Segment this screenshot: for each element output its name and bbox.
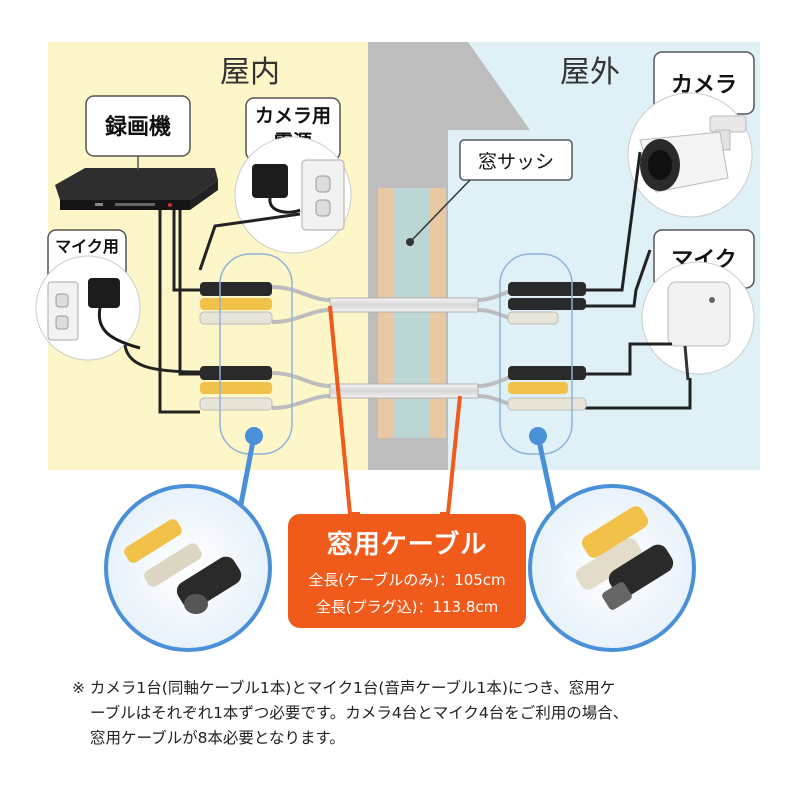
outdoor-plug-detail xyxy=(528,484,696,652)
indoor-connector-frame xyxy=(219,253,293,455)
outlet-camera-power xyxy=(301,159,345,231)
usage-note: ※ カメラ1台(同軸ケーブル1本)とマイク1台(音声ケーブル1本)につき、窓用ケ… xyxy=(72,676,762,751)
outdoor-plugs xyxy=(507,282,587,411)
svg-text:録画機: 録画機 xyxy=(105,114,171,140)
svg-text:窓サッシ: 窓サッシ xyxy=(478,151,554,173)
outdoor-detail-pointer xyxy=(535,435,559,521)
adapter-mic-power xyxy=(88,278,141,350)
adapter-camera-power xyxy=(252,164,301,214)
sash-frame-left xyxy=(378,188,394,438)
sash-pointer-dot xyxy=(406,238,414,246)
usage-note-line-3: 窓用ケーブルが8本必要となります。 xyxy=(90,729,345,747)
sash-frame-right xyxy=(430,188,446,438)
microphone-device xyxy=(667,281,731,381)
outdoor-title: 屋外 xyxy=(560,55,620,90)
svg-text:マイク用: マイク用 xyxy=(55,237,119,256)
recorder-label: 録画機 xyxy=(85,95,191,157)
window-cable-card: 窓用ケーブル 全長(ケーブルのみ)：105cm 全長(プラグ込)：113.8cm xyxy=(288,514,526,628)
sash-pointer xyxy=(411,179,471,241)
usage-note-line-1: ※ カメラ1台(同軸ケーブル1本)とマイク1台(音声ケーブル1本)につき、窓用ケ xyxy=(72,679,616,697)
indoor-plugs xyxy=(199,282,273,411)
usage-note-line-2: ーブルはそれぞれ1本ずつ必要です。カメラ4台とマイク4台をご利用の場合、 xyxy=(90,704,629,722)
outdoor-wires xyxy=(585,151,692,410)
sash-glass xyxy=(394,188,430,438)
dvr-recorder xyxy=(55,168,218,210)
outdoor-connector-frame xyxy=(499,253,573,455)
security-camera xyxy=(639,115,747,193)
window-cable-length-plug: 全長(プラグ込)：113.8cm xyxy=(315,598,499,616)
indoor-wires xyxy=(123,210,301,414)
sash-label: 窓サッシ xyxy=(459,139,573,181)
outlet-mic-power xyxy=(47,281,79,341)
indoor-plug-detail xyxy=(104,484,272,652)
svg-text:カメラ用: カメラ用 xyxy=(255,105,331,127)
window-cable-length-cable: 全長(ケーブルのみ)：105cm xyxy=(308,571,506,589)
indoor-title: 屋内 xyxy=(220,55,280,90)
window-cable-title: 窓用ケーブル xyxy=(326,530,488,560)
